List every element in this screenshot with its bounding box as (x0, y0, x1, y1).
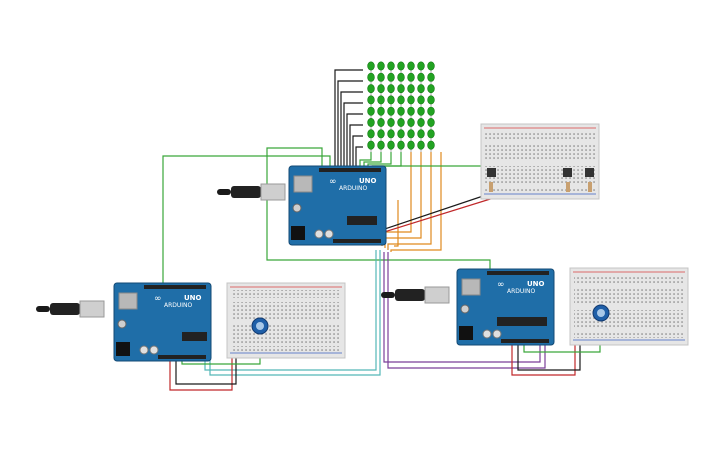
board-label-top: UNO (359, 177, 377, 185)
led-matrix[interactable] (367, 61, 435, 153)
board-logo-right: ARDUINO (507, 288, 536, 295)
led-1-6[interactable] (427, 72, 435, 85)
led-7-6[interactable] (427, 140, 435, 153)
led-2-0[interactable] (367, 84, 375, 96)
led-3-3[interactable] (397, 95, 405, 107)
led-7-3[interactable] (397, 140, 405, 153)
led-4-5[interactable] (417, 106, 425, 119)
matrix-orange-wires (381, 152, 442, 252)
led-1-3[interactable] (397, 72, 405, 85)
matrix-black-wires (334, 69, 363, 168)
resistor-3 (588, 182, 592, 192)
led-1-1[interactable] (377, 72, 385, 85)
led-1-2[interactable] (387, 72, 395, 85)
led-1-5[interactable] (417, 72, 425, 85)
pushbutton-3[interactable] (585, 168, 594, 177)
led-6-5[interactable] (417, 129, 425, 141)
led-7-5[interactable] (417, 140, 425, 153)
led-5-1[interactable] (377, 118, 385, 130)
breadboard-top[interactable] (480, 123, 600, 200)
led-5-5[interactable] (417, 118, 425, 130)
led-1-4[interactable] (407, 72, 415, 85)
arduino-uno-top[interactable]: ARDUINO UNO ∞ (288, 165, 387, 246)
led-4-3[interactable] (397, 106, 405, 119)
usb-cable-right (381, 286, 450, 304)
infinity-logo-right: ∞ (497, 280, 505, 290)
led-3-4[interactable] (407, 95, 415, 107)
led-2-5[interactable] (417, 84, 425, 96)
arduino-uno-left[interactable]: ARDUINO UNO ∞ (113, 282, 212, 362)
led-3-2[interactable] (387, 95, 395, 107)
led-2-6[interactable] (427, 84, 435, 96)
purple-wires (383, 252, 546, 369)
breadboard-right[interactable] (569, 267, 689, 346)
board-label-right: UNO (527, 280, 545, 288)
led-0-4[interactable] (407, 61, 415, 73)
arduino-uno-right[interactable]: ARDUINO UNO ∞ (456, 268, 555, 346)
potentiometer-left[interactable] (251, 317, 269, 335)
led-6-6[interactable] (427, 129, 435, 141)
led-2-3[interactable] (397, 84, 405, 96)
led-0-3[interactable] (397, 61, 405, 73)
led-4-1[interactable] (377, 106, 385, 119)
led-7-4[interactable] (407, 140, 415, 153)
led-3-6[interactable] (427, 95, 435, 107)
led-2-1[interactable] (377, 84, 385, 96)
led-6-4[interactable] (407, 129, 415, 141)
led-4-6[interactable] (427, 106, 435, 119)
led-2-4[interactable] (407, 84, 415, 96)
led-5-0[interactable] (367, 118, 375, 130)
led-7-1[interactable] (377, 140, 385, 153)
usb-cable-left (36, 300, 105, 318)
led-3-1[interactable] (377, 95, 385, 107)
usb-cable-top (217, 183, 286, 201)
led-6-1[interactable] (377, 129, 385, 141)
led-3-5[interactable] (417, 95, 425, 107)
board-logo-top: ARDUINO (339, 185, 368, 192)
led-6-0[interactable] (367, 129, 375, 141)
pushbutton-1[interactable] (487, 168, 496, 177)
board-label-left: UNO (184, 294, 202, 302)
led-4-2[interactable] (387, 106, 395, 119)
led-0-2[interactable] (387, 61, 395, 73)
board-logo-left: ARDUINO (164, 302, 193, 309)
led-5-3[interactable] (397, 118, 405, 130)
led-4-0[interactable] (367, 106, 375, 119)
led-5-4[interactable] (407, 118, 415, 130)
pushbutton-2[interactable] (563, 168, 572, 177)
potentiometer-right[interactable] (592, 304, 610, 322)
led-0-1[interactable] (377, 61, 385, 73)
led-7-0[interactable] (367, 140, 375, 153)
led-5-2[interactable] (387, 118, 395, 130)
breadboard-left[interactable] (226, 282, 346, 359)
led-2-2[interactable] (387, 84, 395, 96)
led-1-0[interactable] (367, 72, 375, 85)
resistor-1 (489, 182, 493, 192)
led-5-6[interactable] (427, 118, 435, 130)
teal-wires (204, 250, 381, 376)
infinity-logo-top: ∞ (329, 177, 337, 187)
led-7-2[interactable] (387, 140, 395, 153)
led-3-0[interactable] (367, 95, 375, 107)
led-6-3[interactable] (397, 129, 405, 141)
led-0-5[interactable] (417, 61, 425, 73)
led-4-4[interactable] (407, 106, 415, 119)
infinity-logo-left: ∞ (154, 294, 162, 304)
led-0-6[interactable] (427, 61, 435, 73)
resistor-2 (566, 182, 570, 192)
led-6-2[interactable] (387, 129, 395, 141)
led-0-0[interactable] (367, 61, 375, 73)
